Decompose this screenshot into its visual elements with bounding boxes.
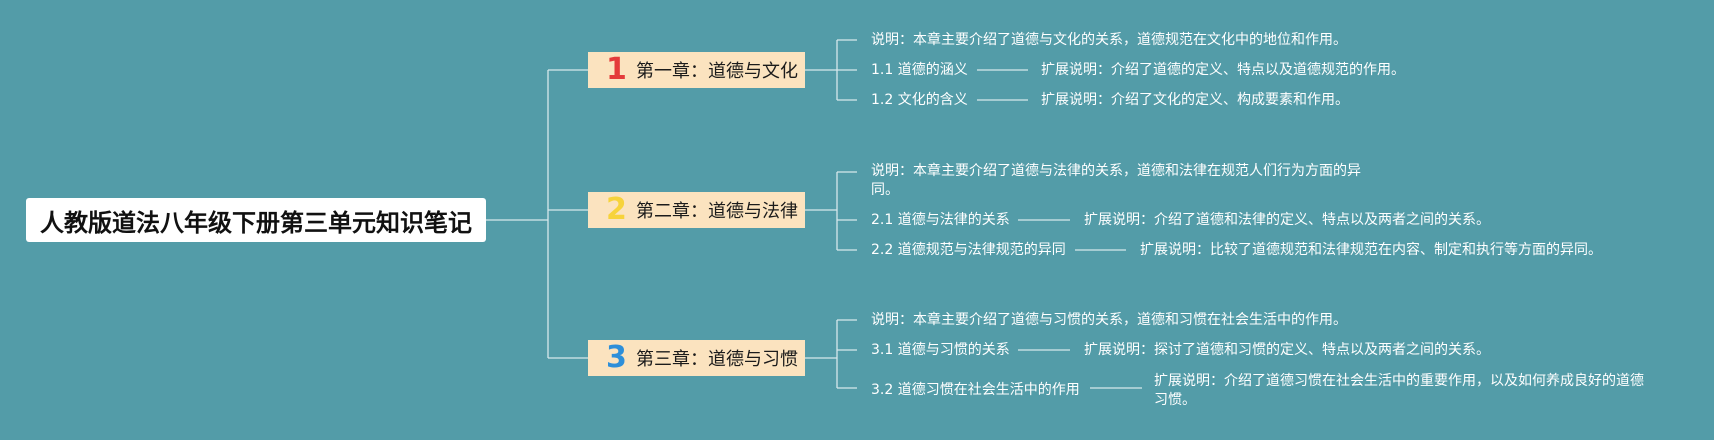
section-3-1-detail: 扩展说明：探讨了道德和习惯的定义、特点以及两者之间的关系。	[1084, 342, 1490, 358]
chapter-3-description: 说明：本章主要介绍了道德与习惯的关系，道德和习惯在社会生活中的作用。	[871, 312, 1347, 328]
chapter-node-3: 3 第三章：道德与习惯	[588, 340, 805, 376]
chapter-2-description: 说明：本章主要介绍了道德与法律的关系，道德和法律在规范人们行为方面的异同。	[871, 163, 1361, 198]
section-2-2-detail: 扩展说明：比较了道德规范和法律规范在内容、制定和执行等方面的异同。	[1140, 242, 1602, 258]
section-1-2-detail: 扩展说明：介绍了文化的定义、构成要素和作用。	[1041, 92, 1349, 108]
section-3-2-detail: 扩展说明：介绍了道德习惯在社会生活中的重要作用，以及如何养成良好的道德习惯。	[1154, 373, 1644, 408]
chapter-node-1: 1 第一章：道德与文化	[588, 52, 805, 88]
root-topic: 人教版道法八年级下册第三单元知识笔记	[26, 198, 486, 242]
chapter-1-description: 说明：本章主要介绍了道德与文化的关系，道德规范在文化中的地位和作用。	[871, 32, 1347, 48]
section-2-2-title: 2.2 道德规范与法律规范的异同	[871, 242, 1066, 258]
chapter-title-1: 第一章：道德与文化	[636, 61, 798, 82]
chapter-title-3: 第三章：道德与习惯	[636, 349, 798, 370]
section-1-1-title: 1.1 道德的涵义	[871, 62, 968, 78]
section-1-1-detail: 扩展说明：介绍了道德的定义、特点以及道德规范的作用。	[1041, 62, 1405, 78]
chapter-title-2: 第二章：道德与法律	[636, 201, 798, 222]
section-3-1-title: 3.1 道德与习惯的关系	[871, 342, 1010, 358]
section-2-1-detail: 扩展说明：介绍了道德和法律的定义、特点以及两者之间的关系。	[1084, 212, 1490, 228]
chapter-node-2: 2 第二章：道德与法律	[588, 192, 805, 228]
chapter-number-1: 1	[606, 52, 627, 87]
section-3-2-title: 3.2 道德习惯在社会生活中的作用	[871, 382, 1080, 398]
section-1-2-title: 1.2 文化的含义	[871, 92, 968, 108]
chapter-number-3: 3	[606, 340, 627, 375]
section-2-1-title: 2.1 道德与法律的关系	[871, 212, 1010, 228]
chapter-number-2: 2	[606, 192, 627, 227]
root-title: 人教版道法八年级下册第三单元知识笔记	[40, 208, 472, 237]
